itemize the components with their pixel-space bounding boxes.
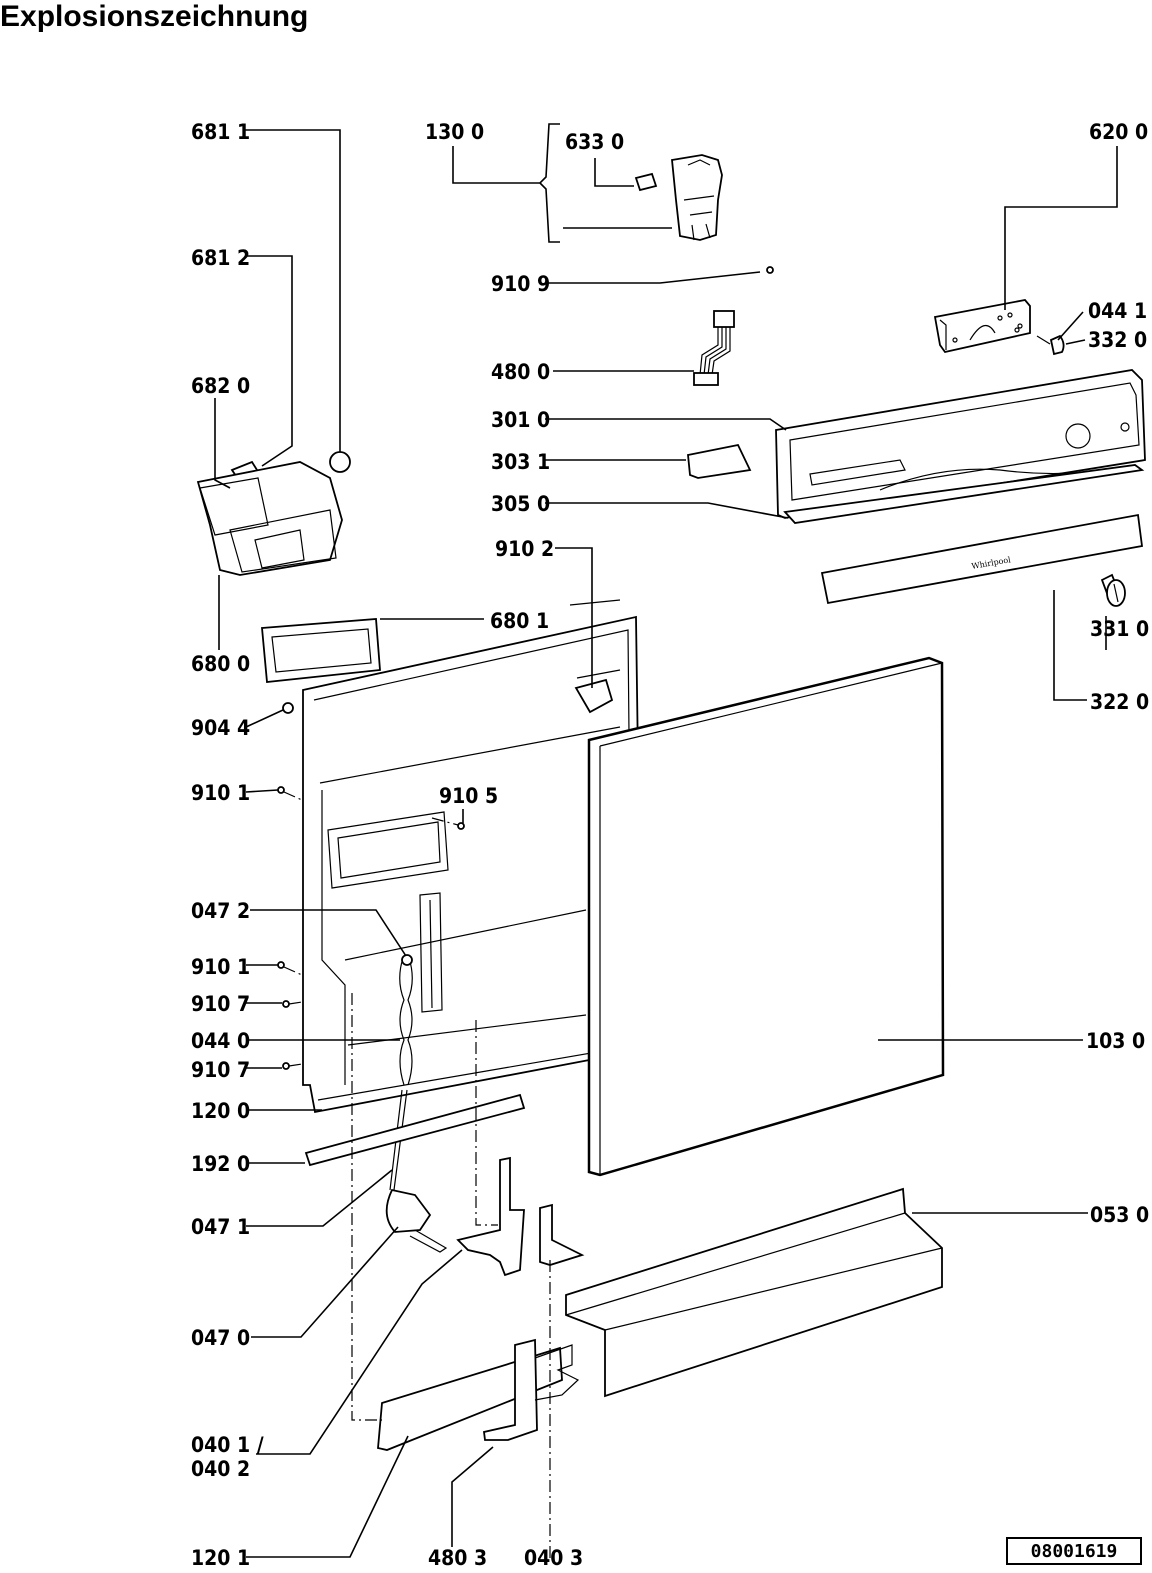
label-910-7a: 910 7 — [191, 992, 250, 1016]
page-title: Explosionszeichnung — [0, 0, 309, 33]
label-331-0: 331 0 — [1090, 617, 1149, 641]
label-910-9: 910 9 — [491, 272, 550, 296]
part-910-5-screw — [457, 822, 465, 830]
part-331-0-knob — [1100, 573, 1126, 607]
part-044-1-spring — [1036, 335, 1051, 345]
part-480-3-bracket — [483, 1338, 538, 1441]
label-910-1b: 910 1 — [191, 955, 250, 979]
label-103-0: 103 0 — [1086, 1029, 1145, 1053]
label-910-2: 910 2 — [495, 537, 554, 561]
part-620-0-control-module — [933, 299, 1031, 354]
leader-lines — [214, 123, 1118, 1558]
label-633-0: 633 0 — [565, 130, 624, 154]
label-130-0: 130 0 — [425, 120, 484, 144]
part-910-7a-screw — [282, 1000, 290, 1008]
label-053-0: 053 0 — [1090, 1203, 1149, 1227]
label-047-0: 047 0 — [191, 1326, 250, 1350]
label-910-7b: 910 7 — [191, 1058, 250, 1082]
part-680-0-dispenser — [196, 461, 343, 576]
part-680-1-gasket — [261, 618, 381, 683]
part-303-1-cover — [687, 443, 752, 479]
part-332-0-button — [1049, 334, 1065, 356]
label-322-0: 322 0 — [1090, 690, 1149, 714]
part-040-1-bracket — [456, 1156, 525, 1277]
label-040-1: 040 1 / — [191, 1433, 264, 1457]
drawing-number-box: 08001619 — [1006, 1537, 1142, 1565]
part-labels: 681 1 130 0 633 0 620 0 681 2 910 9 044 … — [191, 120, 1149, 1570]
part-904-4-washer — [282, 702, 294, 714]
drawing-number: 08001619 — [1030, 1540, 1118, 1562]
part-040-3-bracket — [539, 1203, 585, 1266]
part-910-1b-screw — [277, 961, 285, 969]
label-305-0: 305 0 — [491, 492, 550, 516]
label-680-1: 680 1 — [490, 609, 549, 633]
label-480-0: 480 0 — [491, 360, 550, 384]
part-681-1-cap — [329, 451, 351, 473]
label-044-1: 044 1 — [1088, 299, 1147, 323]
part-480-0-wire-harness — [693, 310, 735, 386]
label-303-1: 303 1 — [491, 450, 550, 474]
part-047-0-clip — [409, 1229, 448, 1253]
label-044-0: 044 0 — [191, 1029, 250, 1053]
label-047-2: 047 2 — [191, 899, 250, 923]
label-120-0: 120 0 — [191, 1099, 250, 1123]
part-910-9-screw — [766, 266, 774, 274]
label-332-0: 332 0 — [1088, 328, 1147, 352]
label-904-4: 904 4 — [191, 716, 250, 740]
label-910-1a: 910 1 — [191, 781, 250, 805]
part-130-switch-assembly — [634, 154, 723, 241]
label-680-0: 680 0 — [191, 652, 250, 676]
label-192-0: 192 0 — [191, 1152, 250, 1176]
label-040-2: 040 2 — [191, 1457, 250, 1481]
label-040-3: 040 3 — [524, 1546, 583, 1570]
part-910-1a-screw — [277, 786, 285, 794]
part-322-0-front-strip: Whirlpool — [820, 513, 1144, 605]
part-103-0-outer-door — [587, 656, 945, 1177]
label-681-2: 681 2 — [191, 246, 250, 270]
part-047-1-hook — [385, 1188, 432, 1233]
part-305-0-button-strip — [783, 464, 1145, 524]
label-620-0: 620 0 — [1089, 120, 1148, 144]
label-120-1: 120 1 — [191, 1546, 250, 1570]
label-480-3: 480 3 — [428, 1546, 487, 1570]
label-047-1: 047 1 — [191, 1215, 250, 1239]
part-053-0-kickplate — [565, 1187, 943, 1398]
label-301-0: 301 0 — [491, 408, 550, 432]
part-120-0-inner-panel — [302, 599, 643, 1114]
label-681-1: 681 1 — [191, 120, 250, 144]
part-910-2-hinge-plate — [574, 678, 614, 714]
part-192-0-rail — [304, 1093, 526, 1167]
label-910-5: 910 5 — [439, 784, 498, 808]
label-682-0: 682 0 — [191, 374, 250, 398]
part-910-7b-screw — [282, 1062, 290, 1070]
